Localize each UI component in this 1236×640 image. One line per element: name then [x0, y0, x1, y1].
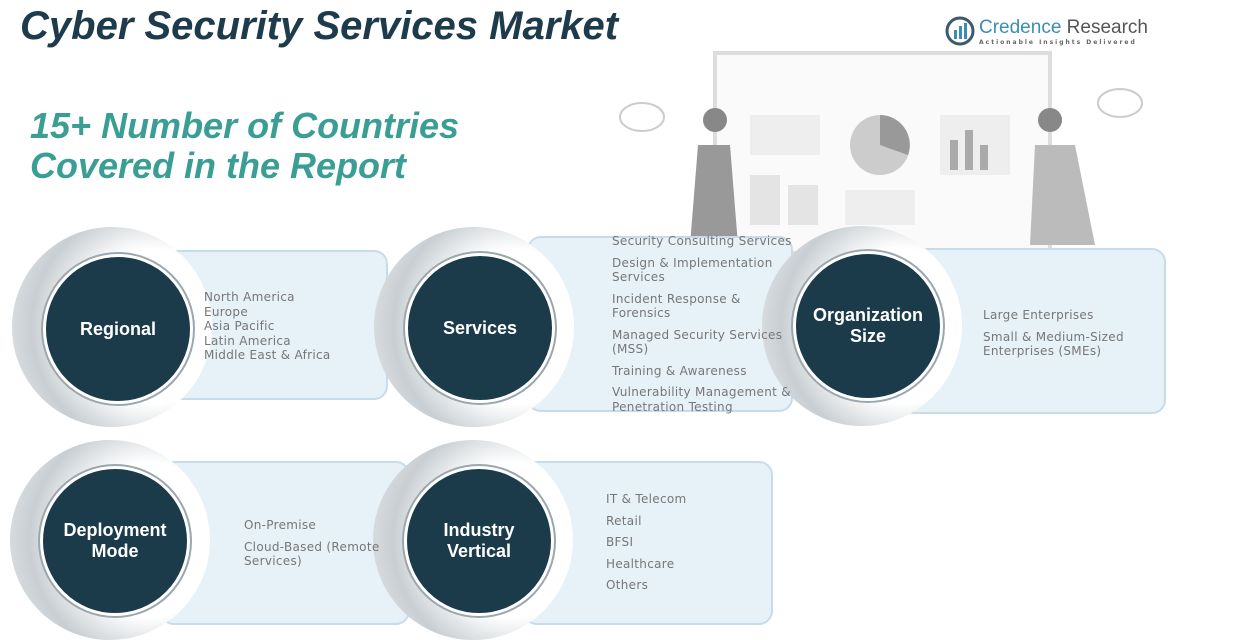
industry-circle: Industry Vertical — [404, 466, 554, 616]
credence-logo: Credence Research Actionable Insights De… — [945, 16, 1148, 46]
list-item: Others — [606, 578, 649, 592]
list-item: Large Enterprises — [983, 308, 1094, 322]
presentation-illustration — [619, 51, 1143, 255]
list-item: Training & Awareness — [612, 363, 747, 378]
subtitle-line: 15+ Number of Countries — [30, 105, 460, 146]
list-item: Retail — [606, 513, 642, 528]
organization-circle: Organization Size — [793, 251, 943, 401]
regional-circle: Regional — [43, 254, 193, 404]
logo-name: Credence — [979, 16, 1062, 38]
list-item: Asia Pacific — [204, 319, 275, 333]
list-item: Healthcare — [606, 556, 675, 571]
list-item: On-Premise — [244, 518, 317, 532]
services-circle: Services — [405, 253, 555, 403]
list-item: IT & Telecom — [606, 492, 687, 506]
logo-name-2: Research — [1061, 16, 1148, 38]
list-item: Design & Implementation Services — [612, 255, 773, 285]
list-item: Cloud-Based (Remote Services) — [244, 539, 380, 569]
segment-label: Industry Vertical — [443, 520, 515, 561]
list-item: Managed Security Services (MSS) — [612, 327, 783, 357]
services-card — [527, 236, 793, 412]
list-item: Small & Medium-Sized Enterprises (SMEs) — [983, 329, 1124, 359]
segment-label: Services — [442, 317, 518, 338]
subtitle-line: Covered in the Report — [30, 145, 407, 186]
list-item: Middle East & Africa — [204, 348, 331, 362]
deployment-circle: Deployment Mode — [40, 466, 190, 616]
list-item: Latin America — [204, 333, 291, 348]
logo-chart-icon — [945, 16, 975, 46]
page-title: Cyber Security Services Market — [20, 4, 619, 48]
list-item: Vulnerability Management & Penetration T… — [612, 385, 791, 414]
list-item: Europe — [204, 304, 248, 319]
segment-label: Deployment Mode — [63, 520, 167, 561]
list-item: Incident Response & Forensics — [612, 291, 741, 321]
list-item: North America — [204, 290, 295, 304]
list-item: BFSI — [606, 535, 634, 549]
list-item: Security Consulting Services — [612, 234, 792, 248]
logo-tagline: Actionable Insights Delivered — [979, 38, 1137, 46]
segment-label: Organization Size — [812, 305, 923, 346]
segment-label: Regional — [79, 318, 156, 339]
